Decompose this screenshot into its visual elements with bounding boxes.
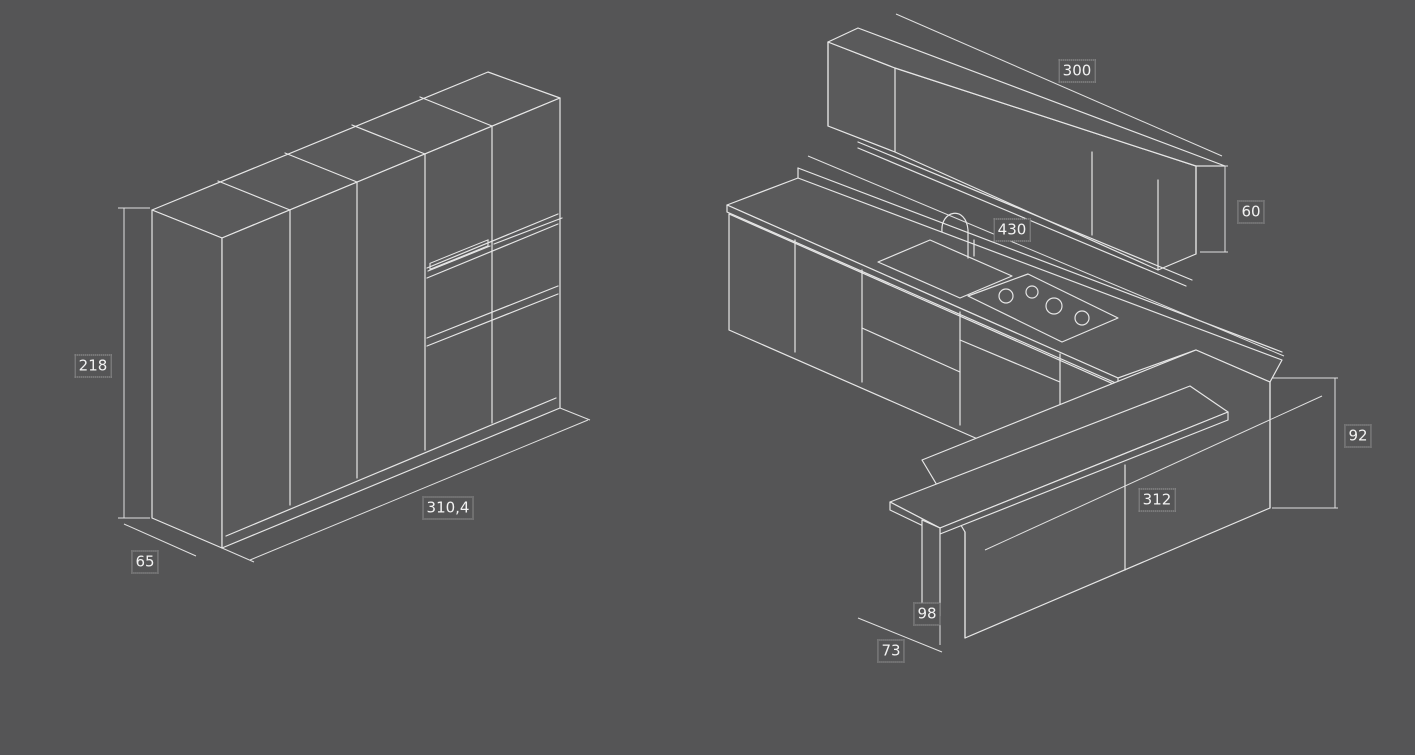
dim-label-bar-height: 98 (913, 602, 941, 626)
dim-label-tall-depth: 65 (131, 550, 159, 574)
dim-label-island-height: 92 (1344, 424, 1372, 448)
sink (877, 239, 1013, 299)
island (889, 349, 1271, 639)
dim-label-bar-depth: 73 (877, 639, 905, 663)
dim-label-tall-width: 310,4 (422, 496, 474, 520)
dim-label-wall-units-height: 60 (1237, 200, 1265, 224)
tall-units-side (151, 209, 223, 549)
tall-units-dim-lines (118, 207, 591, 563)
kitchen-dim-lines (807, 13, 1338, 653)
tall-units-block (151, 71, 563, 549)
dim-label-counter-length: 430 (993, 218, 1031, 242)
main-counter (726, 167, 1283, 441)
dim-label-wall-units-width: 300 (1058, 59, 1096, 83)
dim-label-tall-height: 218 (74, 354, 112, 378)
dim-label-island-length: 312 (1138, 488, 1176, 512)
wall-cabinets (827, 27, 1226, 287)
